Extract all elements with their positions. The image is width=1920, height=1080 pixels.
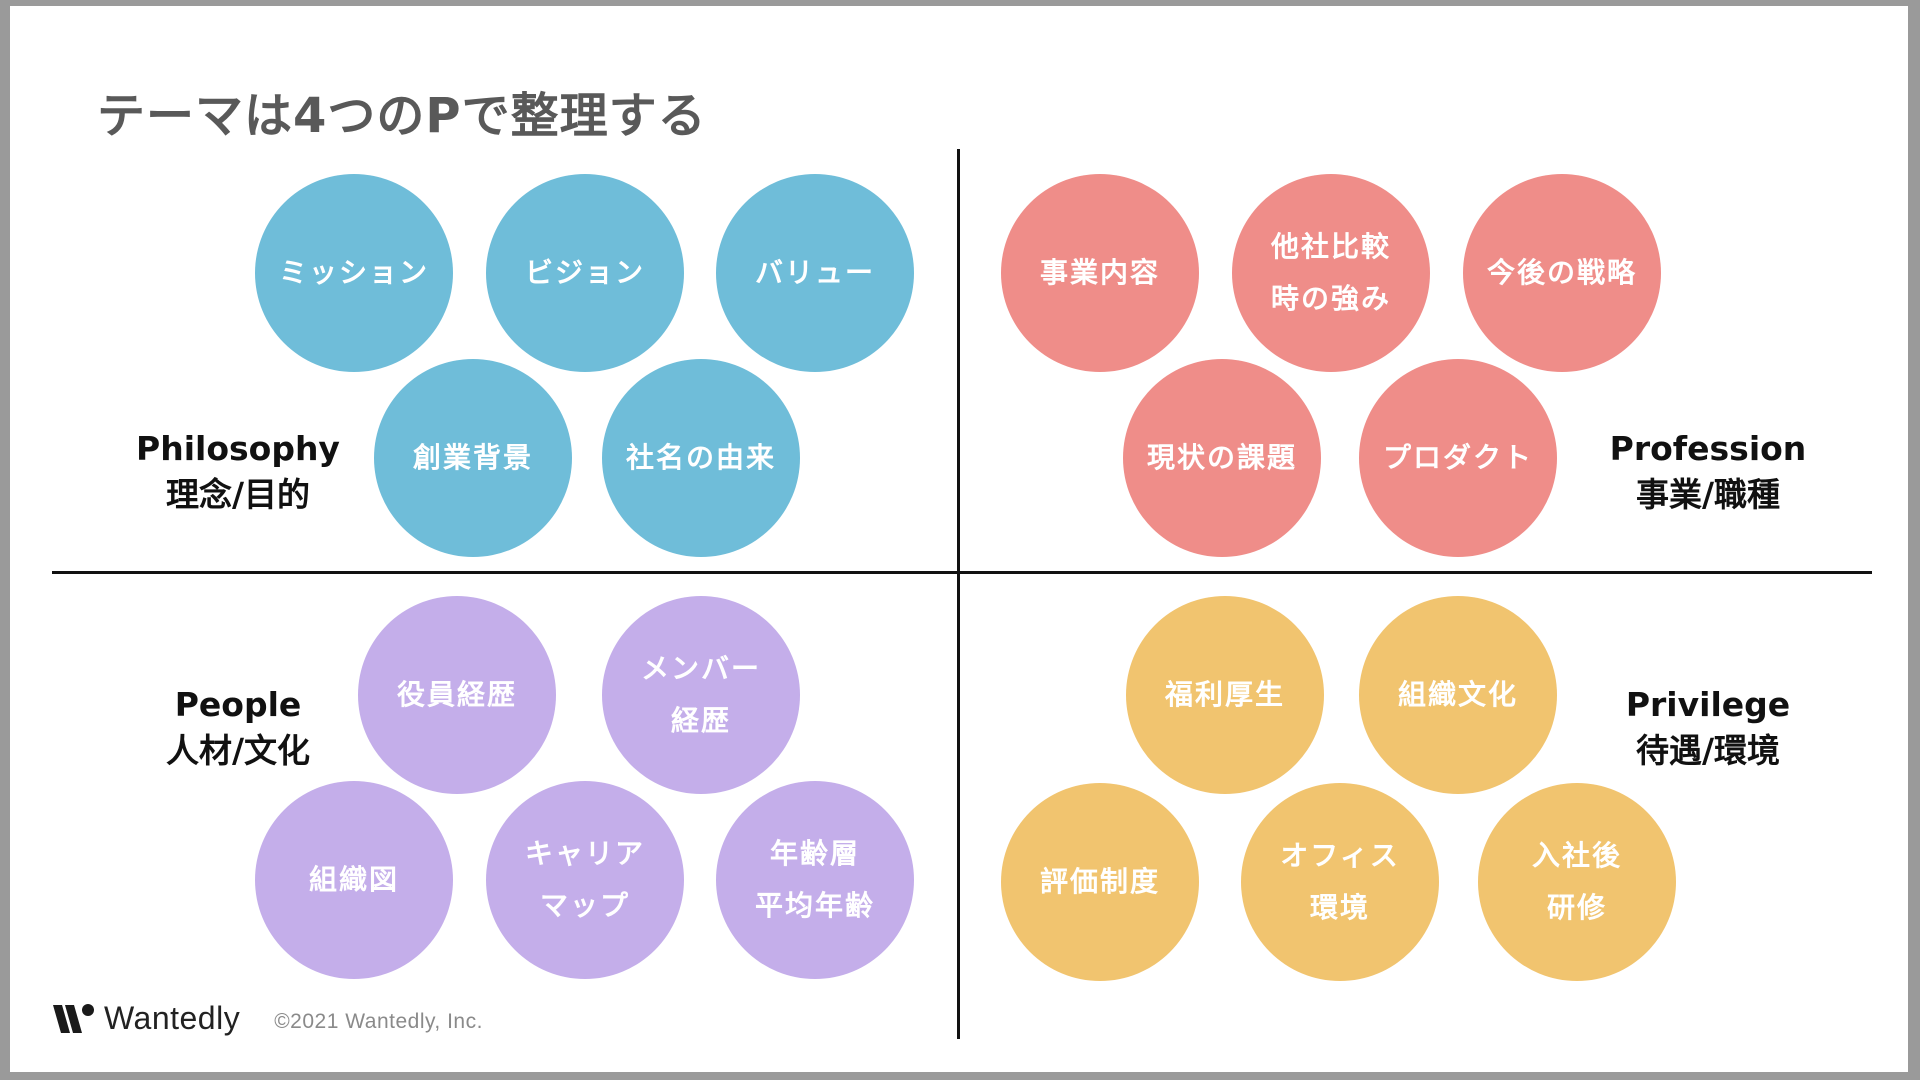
philosophy-label-ja: 理念/目的 (165, 475, 311, 514)
wantedly-logo-icon (53, 1003, 94, 1033)
item-text: 評価制度 (1039, 865, 1160, 898)
philosophy-item-3: バリュー (716, 174, 914, 372)
philosophy-item-4: 創業背景 (374, 359, 572, 557)
item-text: 事業内容 (1039, 256, 1160, 289)
item-text: メンバー (640, 652, 761, 685)
item-text: 入社後 (1531, 839, 1622, 872)
item-text: 研修 (1546, 891, 1607, 924)
philosophy-item-2: ビジョン (486, 174, 684, 372)
profession-item-3: 今後の戦略 (1463, 174, 1661, 372)
profession-item-2: 他社比較 時の強み (1232, 174, 1430, 372)
profession-item-4: 現状の課題 (1123, 359, 1321, 557)
item-text: 組織図 (308, 863, 399, 896)
item-text: バリュー (754, 256, 875, 289)
profession-label-en: Profession (1609, 429, 1807, 468)
item-text: ミッション (278, 256, 429, 289)
item-text: 時の強み (1270, 282, 1391, 315)
copyright: ©2021 Wantedly, Inc. (274, 1009, 483, 1033)
philosophy-item-5: 社名の由来 (602, 359, 800, 557)
people-label: People 人材/文化 (118, 682, 358, 774)
item-text: オフィス (1280, 839, 1400, 872)
philosophy-item-1: ミッション (255, 174, 453, 372)
people-item-3: 組織図 (255, 781, 453, 979)
people-item-1: 役員経歴 (358, 596, 556, 794)
privilege-item-3: 評価制度 (1001, 783, 1199, 981)
profession-label-ja: 事業/職種 (1635, 475, 1781, 514)
people-label-ja: 人材/文化 (165, 731, 311, 770)
profession-item-1: 事業内容 (1001, 174, 1199, 372)
item-text: 平均年齢 (754, 889, 875, 922)
item-text: プロダクト (1382, 441, 1533, 474)
philosophy-label: Philosophy 理念/目的 (118, 426, 358, 518)
item-text: 年齢層 (769, 837, 860, 870)
logo-text: Wantedly (104, 1000, 241, 1036)
privilege-item-2: 組織文化 (1359, 596, 1557, 794)
privilege-item-1: 福利厚生 (1126, 596, 1324, 794)
people-item-5: 年齢層 平均年齢 (716, 781, 914, 979)
horizontal-divider (52, 571, 1872, 574)
slide: テーマは4つのPで整理する ミッション ビジョン バリュー 創業背景 社名の由来… (10, 6, 1908, 1072)
item-text: 福利厚生 (1164, 678, 1285, 711)
privilege-item-5: 入社後 研修 (1478, 783, 1676, 981)
slide-title: テーマは4つのPで整理する (97, 88, 707, 144)
item-text: 創業背景 (412, 441, 533, 474)
item-text: 環境 (1309, 891, 1370, 924)
item-text: 社名の由来 (625, 441, 776, 474)
item-text: 現状の課題 (1146, 441, 1297, 474)
privilege-label: Privilege 待遇/環境 (1588, 682, 1828, 774)
item-text: 役員経歴 (396, 678, 517, 711)
footer: Wantedly ©2021 Wantedly, Inc. (52, 1000, 483, 1037)
vertical-divider (957, 149, 960, 1039)
privilege-label-en: Privilege (1625, 685, 1791, 724)
item-text: 他社比較 (1270, 230, 1391, 263)
item-text: 組織文化 (1397, 678, 1518, 711)
profession-item-5: プロダクト (1359, 359, 1557, 557)
item-text: マップ (539, 889, 630, 922)
item-text: 今後の戦略 (1486, 256, 1637, 289)
privilege-label-ja: 待遇/環境 (1635, 731, 1781, 770)
item-text: キャリア (524, 837, 645, 870)
philosophy-label-en: Philosophy (136, 429, 340, 468)
people-item-2: メンバー 経歴 (602, 596, 800, 794)
privilege-item-4: オフィス 環境 (1241, 783, 1439, 981)
people-label-en: People (174, 685, 302, 724)
item-text: ビジョン (524, 256, 645, 289)
people-item-4: キャリア マップ (486, 781, 684, 979)
item-text: 経歴 (670, 704, 731, 737)
profession-label: Profession 事業/職種 (1588, 426, 1828, 518)
